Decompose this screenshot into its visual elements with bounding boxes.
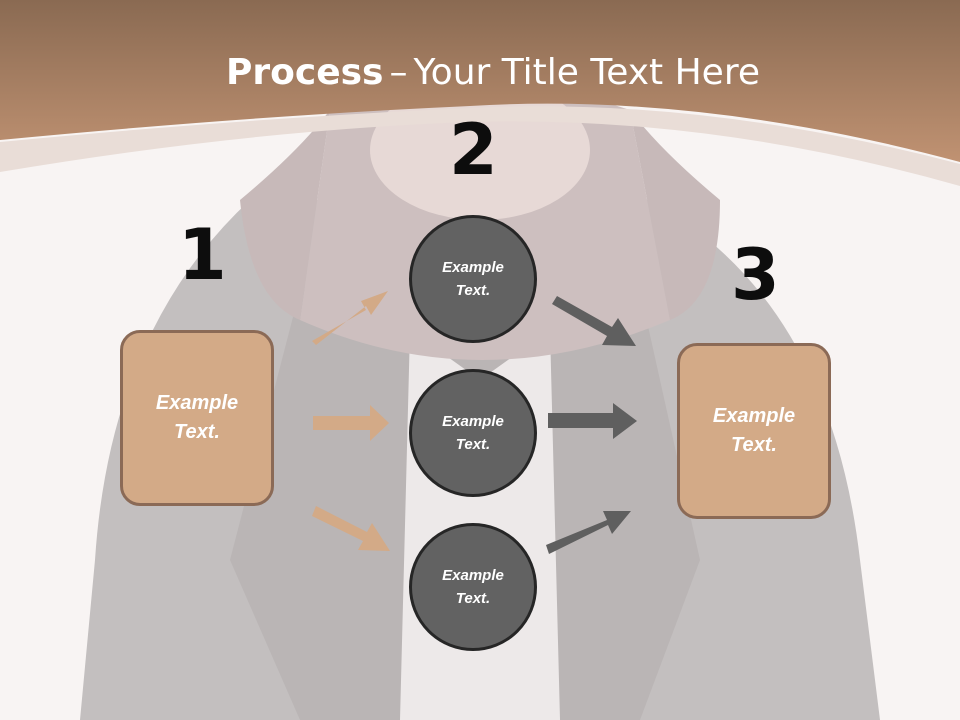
arrows-to-box-3 xyxy=(546,296,637,554)
step-1-text-line-1: Example xyxy=(155,392,239,414)
circle-1-text-line-2: Text. xyxy=(455,282,491,299)
title-bold: Process xyxy=(225,52,384,93)
circle-2-text-line-2: Text. xyxy=(455,436,491,453)
step-1-box: Example Text. xyxy=(120,330,274,506)
step-2-circle-1: Example Text. xyxy=(409,215,537,343)
circle-3-text-line-1: Example xyxy=(442,567,504,584)
step-3-text-line-1: Example xyxy=(712,405,796,427)
title-rest: Your Title Text Here xyxy=(413,52,760,93)
circle-3-text-line-2: Text. xyxy=(455,590,491,607)
step-number-2: 2 xyxy=(449,109,498,191)
header-swoosh xyxy=(0,106,960,186)
arrows-from-box-1 xyxy=(312,291,390,551)
arrow-circle-2-to-3 xyxy=(548,403,637,439)
arrow-circle-3-to-3 xyxy=(546,511,631,554)
step-1-text-line-2: Text. xyxy=(174,421,220,443)
arrow-1-to-circle-3 xyxy=(312,506,390,551)
header-band xyxy=(0,0,960,162)
arrow-1-to-circle-1 xyxy=(312,291,388,345)
arrow-1-to-circle-2 xyxy=(313,405,389,441)
step-2-circle-3: Example Text. xyxy=(409,523,537,651)
step-number-1: 1 xyxy=(178,214,227,296)
circle-2-text-line-1: Example xyxy=(442,413,504,430)
arrow-circle-1-to-3 xyxy=(552,296,636,346)
slide-title: Process–Your Title Text Here xyxy=(0,52,960,93)
title-dash: – xyxy=(389,52,408,93)
circle-1-text-line-1: Example xyxy=(442,259,504,276)
step-3-box: Example Text. xyxy=(677,343,831,519)
step-2-circle-2: Example Text. xyxy=(409,369,537,497)
step-number-3: 3 xyxy=(731,234,780,316)
step-3-text-line-2: Text. xyxy=(731,434,777,456)
